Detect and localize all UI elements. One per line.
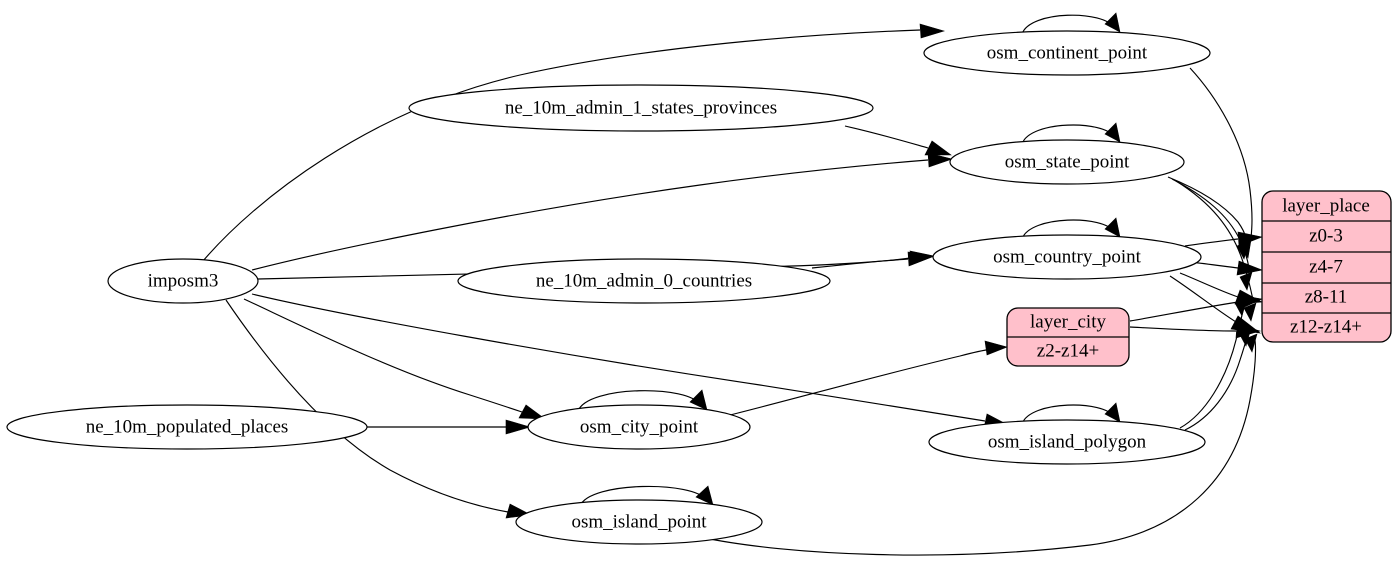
arrowhead	[1104, 12, 1121, 33]
node-label: osm_city_point	[580, 416, 699, 437]
edge-imposm3-to-osm-island-point	[225, 299, 509, 513]
node-label: osm_country_point	[993, 246, 1141, 267]
node-label: imposm3	[148, 270, 219, 291]
arrowhead	[689, 389, 708, 411]
edge-osm-island-point-to-layer-place-z12-z14	[699, 339, 1257, 556]
node-layer: imposm3 ne_10m_populated_places ne_10m_a…	[6, 30, 1211, 545]
record-row-label-z2-z14[interactable]: z2-z14+	[1037, 340, 1099, 361]
arrowhead	[924, 140, 952, 156]
arrowhead	[919, 23, 946, 39]
record-row-label-z8-11[interactable]: z8-11	[1305, 286, 1348, 307]
edge-layer-city-to-layer-place-z8-11	[1129, 301, 1239, 322]
arrowhead	[1239, 271, 1253, 291]
node-label: osm_continent_point	[987, 42, 1148, 63]
edge-imposm3-to-osm-continent-point	[202, 29, 921, 262]
arrowhead	[1104, 217, 1121, 238]
record-row-label-z4-7[interactable]: z4-7	[1309, 256, 1343, 277]
node-osm-island-point[interactable]: osm_island_point	[515, 499, 763, 545]
arrowhead	[505, 419, 532, 435]
node-osm-city-point[interactable]: osm_city_point	[527, 404, 751, 450]
arrowhead	[984, 340, 1008, 356]
edge-osm-state-point-to-layer-place-z4-7	[1167, 176, 1247, 239]
node-shape[interactable]	[923, 30, 1211, 76]
node-shape[interactable]	[515, 499, 763, 545]
arrowhead	[1244, 333, 1258, 353]
arrowhead	[1236, 260, 1264, 276]
node-label: osm_state_point	[1005, 151, 1130, 172]
node-label: ne_10m_populated_places	[86, 416, 289, 437]
record-header-label: layer_city	[1030, 311, 1106, 332]
node-label: ne_10m_admin_0_countries	[536, 270, 752, 291]
edge-layer-city-to-layer-place-z12-z14	[1129, 326, 1237, 332]
node-ne-10m-admin-0-countries[interactable]: ne_10m_admin_0_countries	[457, 258, 831, 304]
node-shape[interactable]	[457, 258, 831, 304]
node-shape[interactable]	[949, 139, 1185, 185]
node-label: osm_island_polygon	[988, 431, 1147, 452]
record-node-layer-city[interactable]: layer_city z2-z14+	[1006, 307, 1130, 367]
edge-osm-continent-point-to-layer-place-z0-3	[1189, 67, 1253, 239]
arrowhead	[1243, 302, 1257, 322]
node-osm-continent-point[interactable]: osm_continent_point	[923, 30, 1211, 76]
arrowhead	[907, 251, 934, 267]
edge-osm-country-point-to-layer-place-z12-z14	[1169, 275, 1237, 323]
edge-osm-island-polygon-to-layer-place-z12-z14	[1184, 332, 1249, 431]
edge-osm-country-point-to-layer-place-z0-3	[1184, 238, 1239, 247]
arrowhead	[695, 485, 714, 506]
node-ne-10m-admin-1-states-provinces[interactable]: ne_10m_admin_1_states_provinces	[408, 84, 874, 132]
edge-self-loop-osm-island-point	[579, 485, 707, 507]
record-layer: layer_city z2-z14+ layer_place z0-3 z4-7…	[1006, 190, 1392, 367]
record-row-label-z0-3[interactable]: z0-3	[1309, 225, 1343, 246]
node-shape[interactable]	[6, 404, 368, 450]
node-shape[interactable]	[527, 404, 751, 450]
edge-ne-admin1-to-osm-state-point	[844, 125, 929, 149]
node-label: ne_10m_admin_1_states_provinces	[505, 97, 777, 118]
arrowhead	[1238, 327, 1252, 347]
edge-imposm3-to-osm-city-point	[243, 298, 523, 413]
edge-imposm3-to-osm-state-point	[251, 159, 929, 271]
record-shape[interactable]	[1261, 190, 1392, 343]
node-shape[interactable]	[932, 234, 1202, 280]
node-label: osm_island_point	[571, 511, 707, 532]
node-ne-10m-populated-places[interactable]: ne_10m_populated_places	[6, 404, 368, 450]
node-osm-state-point[interactable]: osm_state_point	[949, 139, 1185, 185]
node-osm-island-polygon[interactable]: osm_island_polygon	[928, 419, 1206, 465]
arrowhead	[927, 152, 954, 168]
arrowhead	[1237, 231, 1264, 247]
arrowhead	[1234, 297, 1248, 317]
node-imposm3[interactable]: imposm3	[107, 258, 259, 304]
edge-ne-admin0-to-osm-country-point	[811, 258, 909, 269]
edge-imposm3-to-osm-island-polygon	[251, 293, 986, 422]
record-header-label: layer_place	[1282, 195, 1370, 216]
arrowhead	[1104, 402, 1121, 423]
arrowhead	[518, 404, 546, 420]
record-row-label-z12-z14[interactable]: z12-z14+	[1290, 316, 1362, 337]
node-osm-country-point[interactable]: osm_country_point	[932, 234, 1202, 280]
edge-osm-city-point-to-layer-city	[729, 348, 993, 416]
node-shape[interactable]	[107, 258, 259, 304]
record-node-layer-place[interactable]: layer_place z0-3 z4-7 z8-11 z12-z14+	[1261, 190, 1392, 343]
node-shape[interactable]	[928, 419, 1206, 465]
edge-osm-country-point-to-layer-place-z8-11	[1179, 272, 1239, 298]
edge-osm-state-point-to-layer-place-z12-z14	[1175, 180, 1254, 301]
arrowhead	[1104, 122, 1121, 143]
node-shape[interactable]	[408, 84, 874, 132]
